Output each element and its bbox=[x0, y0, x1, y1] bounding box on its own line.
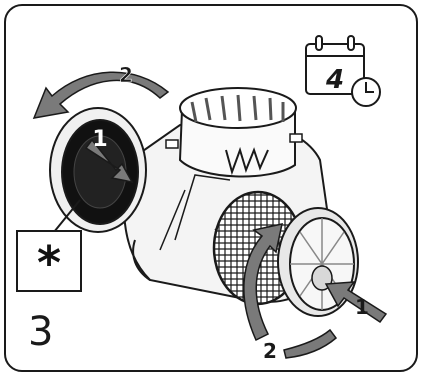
rotate-arrow-icon bbox=[32, 71, 170, 119]
calendar-value: 4 bbox=[325, 65, 344, 95]
push-arrow-icon bbox=[324, 281, 388, 324]
callout-left-1: 1 bbox=[92, 127, 107, 152]
note-box: * bbox=[16, 230, 82, 292]
left-carbon-filter bbox=[49, 107, 147, 233]
calendar-clock-icon: 4 bbox=[305, 35, 381, 107]
callout-right-1: 1 bbox=[355, 295, 369, 319]
step-number: 3 bbox=[28, 309, 54, 355]
outlet-collar bbox=[165, 87, 303, 178]
rotate-arrow-icon bbox=[243, 223, 338, 359]
push-arrow-icon bbox=[84, 138, 134, 184]
asterisk-icon: * bbox=[36, 236, 62, 290]
callout-right-2: 2 bbox=[263, 339, 277, 363]
note-leader-line bbox=[53, 199, 81, 233]
callout-left-2: 2 bbox=[119, 63, 133, 87]
